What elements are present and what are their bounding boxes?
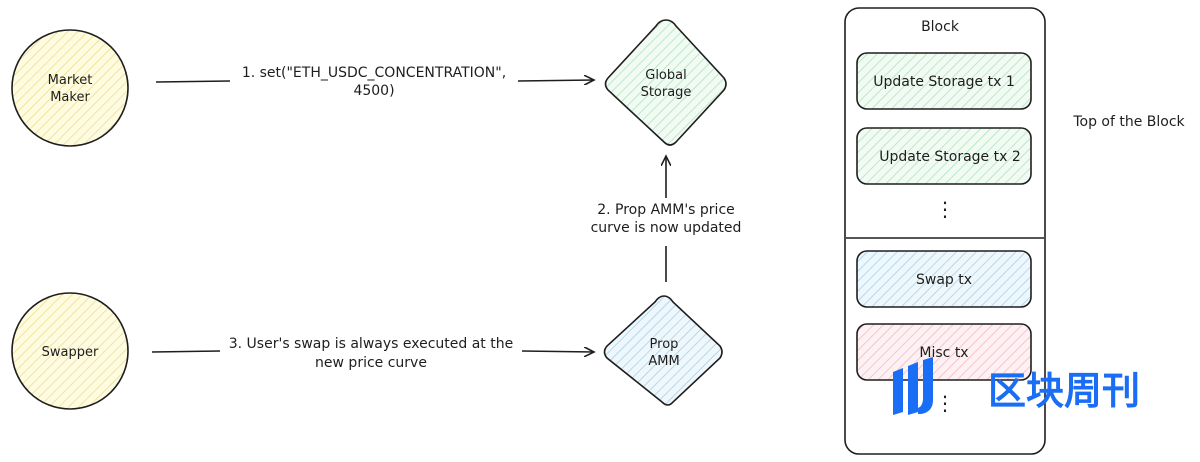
top-of-block-label: Top of the Block xyxy=(1072,114,1185,130)
edge-swap-executed: 3. User's swap is always executed at the… xyxy=(151,336,594,371)
tx-update-storage-2: Update Storage tx 2 xyxy=(856,127,1032,185)
tx-update-storage-1: Update Storage tx 1 xyxy=(856,52,1032,110)
edge1-label-line1: 1. set("ETH_USDC_CONCENTRATION", xyxy=(242,65,506,81)
edge3-label-line2: new price curve xyxy=(315,355,427,371)
edge3-label-line1: 3. User's swap is always executed at the xyxy=(229,336,513,352)
tx-update-storage-2-label: Update Storage tx 2 xyxy=(879,149,1021,165)
edge1-label-line2: 4500) xyxy=(353,83,394,99)
global-storage-label-line1: Global xyxy=(645,68,686,83)
prop-amm-label-line2: AMM xyxy=(648,354,679,369)
top-ellipsis: ⋮ xyxy=(935,197,955,221)
prop-amm-node: Prop AMM xyxy=(603,295,723,406)
watermark-logo: 区块周刊 xyxy=(893,357,1140,415)
swapper-label: Swapper xyxy=(42,345,99,360)
watermark-logo-mark xyxy=(893,357,933,415)
market-maker-node: Market Maker xyxy=(11,29,129,147)
swapper-node: Swapper xyxy=(11,292,129,410)
global-storage-label-line2: Storage xyxy=(641,85,692,100)
prop-amm-label-line1: Prop xyxy=(650,337,679,352)
tx-misc: Misc tx xyxy=(856,323,1032,381)
tx-misc-label: Misc tx xyxy=(919,345,968,361)
edge-price-curve-updated: 2. Prop AMM's price curve is now updated xyxy=(591,156,742,282)
market-maker-label-line1: Market xyxy=(48,73,93,88)
block-title: Block xyxy=(921,19,960,35)
market-maker-label-line2: Maker xyxy=(50,90,90,105)
edge2-label-line1: 2. Prop AMM's price xyxy=(597,202,735,218)
edge2-label-line2: curve is now updated xyxy=(591,220,742,236)
global-storage-node: Global Storage xyxy=(604,19,727,146)
block-container: Block Update Storage tx 1 Update Storage… xyxy=(844,7,1046,455)
bottom-ellipsis: ⋮ xyxy=(935,391,955,415)
watermark-text: 区块周刊 xyxy=(988,369,1140,413)
tx-swap: Swap tx xyxy=(856,250,1032,308)
tx-swap-label: Swap tx xyxy=(916,272,972,288)
tx-update-storage-1-label: Update Storage tx 1 xyxy=(873,74,1015,90)
edge-set-concentration: 1. set("ETH_USDC_CONCENTRATION", 4500) xyxy=(155,65,594,99)
